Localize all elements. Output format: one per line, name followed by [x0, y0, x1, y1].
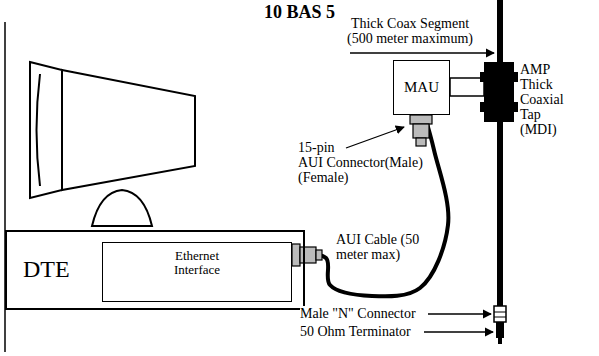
plug-part — [292, 244, 300, 266]
plug-part — [413, 124, 429, 138]
monitor-stand — [92, 190, 152, 226]
leader-line — [350, 52, 494, 53]
connector-label: Male "N" Connector — [300, 306, 416, 321]
plug-part — [316, 250, 322, 260]
connector-label: (Female) — [298, 170, 349, 185]
aui-plug-male — [410, 115, 432, 146]
leader-line — [428, 313, 491, 314]
terminator-body — [496, 322, 504, 338]
n-connector — [494, 306, 506, 322]
terminator-label: 50 Ohm Terminator — [300, 324, 411, 339]
pin-label: 15-pin — [298, 140, 335, 155]
thick-coax — [497, 0, 503, 306]
node-label: MAU — [404, 79, 439, 96]
connector-label: AUI Connector(Male) — [298, 155, 423, 170]
cable-label: AUI Cable (50 meter max) — [336, 232, 431, 262]
leader-lines — [346, 53, 494, 332]
interface-card: Ethernet Interface — [102, 242, 292, 302]
connector-ring — [494, 312, 506, 313]
tap-body — [484, 62, 514, 122]
dte-box: Ethernet Interface DTE — [5, 230, 305, 310]
plug-part — [410, 115, 432, 124]
leader-line — [346, 127, 404, 148]
segment-label: Thick Coax Segment (500 meter maximum) — [340, 16, 480, 46]
monitor-body — [62, 70, 195, 190]
terminator — [496, 322, 504, 344]
coaxial-tap — [480, 62, 518, 122]
monitor — [30, 62, 195, 226]
terminator-tip — [498, 338, 502, 344]
aui-cable — [292, 115, 448, 296]
leader-line — [424, 331, 493, 332]
connector-ring — [494, 317, 506, 318]
diagram-title: 10 BAS 5 — [0, 2, 599, 23]
node-label: DTE — [23, 256, 70, 282]
screen-curve — [37, 74, 41, 186]
monitor-face — [30, 62, 62, 198]
node-label: Ethernet Interface — [162, 249, 232, 278]
mau-box: MAU — [393, 60, 450, 115]
plug-part — [416, 138, 426, 146]
tap-label: AMP Thick Coaxial Tap (MDI) — [520, 62, 576, 137]
plug-part — [300, 247, 316, 263]
tap-bracket — [450, 78, 484, 96]
tap-clamp — [480, 72, 518, 82]
connector-body — [494, 306, 506, 322]
tap-clamp — [480, 102, 518, 112]
aui-plug-female — [292, 244, 322, 266]
